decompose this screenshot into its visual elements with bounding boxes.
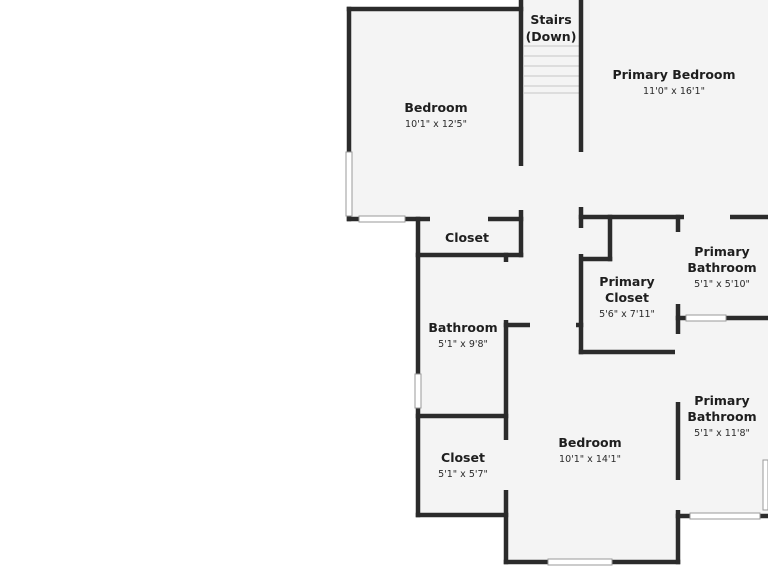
room-label-bedroom-top: Bedroom 10'1" x 12'5" <box>404 100 467 130</box>
room-dimensions: 11'0" x 16'1" <box>643 86 705 97</box>
windows <box>345 151 768 566</box>
room-name: Bedroom <box>404 100 467 115</box>
room-label-primary-closet: Primary Closet 5'6" x 7'11" <box>599 274 655 320</box>
room-dimensions: 10'1" x 12'5" <box>405 119 467 130</box>
room-dimensions: 10'1" x 14'1" <box>559 454 621 465</box>
window-bedroom-bottom <box>547 558 613 566</box>
room-dimensions: 5'1" x 11'8" <box>694 428 750 439</box>
window-bedroom-top-bottom <box>358 215 406 223</box>
room-name-line1: Stairs <box>530 12 571 27</box>
window-bedroom-top-left <box>345 151 353 217</box>
window-primary-bath-side <box>762 459 768 511</box>
room-label-primary-bathroom-top: Primary Bathroom 5'1" x 5'10" <box>687 244 756 290</box>
floor-closet-bottom <box>418 416 506 515</box>
room-dimensions: 5'1" x 5'10" <box>694 279 750 290</box>
window-primary-bath-top <box>685 314 727 322</box>
room-label-bathroom: Bathroom 5'1" x 9'8" <box>428 320 497 350</box>
room-label-bedroom-bottom: Bedroom 10'1" x 14'1" <box>558 435 621 465</box>
wall-openings <box>430 152 730 510</box>
floor-primary-bath-bottom <box>678 318 768 516</box>
room-name-line2: (Down) <box>526 29 577 44</box>
room-label-closet-top: Closet <box>445 230 489 245</box>
window-primary-bath-bottom <box>689 512 761 520</box>
room-name: Bedroom <box>558 435 621 450</box>
room-label-primary-bathroom-bottom: Primary Bathroom 5'1" x 11'8" <box>687 393 756 439</box>
room-dimensions: 5'1" x 5'7" <box>438 469 488 480</box>
room-name-line2: Closet <box>605 290 649 305</box>
room-name: Primary Bedroom <box>612 67 735 82</box>
room-label-stairs: Stairs (Down) <box>526 12 577 44</box>
room-dimensions: 5'1" x 9'8" <box>438 339 488 350</box>
floor-primary-bedroom <box>581 0 768 217</box>
stair-treads <box>524 45 579 94</box>
room-name-line1: Primary <box>694 244 749 259</box>
room-dimensions: 5'6" x 7'11" <box>599 309 655 320</box>
room-name: Closet <box>445 230 489 245</box>
room-name-line1: Primary <box>694 393 749 408</box>
room-label-closet-bottom: Closet 5'1" x 5'7" <box>438 450 488 480</box>
room-label-primary-bedroom: Primary Bedroom 11'0" x 16'1" <box>612 67 735 97</box>
room-name-line2: Bathroom <box>687 260 756 275</box>
floor-closet-top <box>418 219 521 255</box>
room-name: Closet <box>441 450 485 465</box>
floor-primary-bath-top <box>678 217 768 318</box>
room-name-line1: Primary <box>599 274 654 289</box>
floor-fills <box>350 0 768 562</box>
floor-bedroom-top <box>350 10 521 219</box>
room-name: Bathroom <box>428 320 497 335</box>
room-name-line2: Bathroom <box>687 409 756 424</box>
floor-stairs <box>521 0 581 95</box>
window-bathroom <box>414 373 422 409</box>
floor-bedroom-bottom <box>506 325 678 562</box>
floor-bathroom <box>418 255 506 416</box>
